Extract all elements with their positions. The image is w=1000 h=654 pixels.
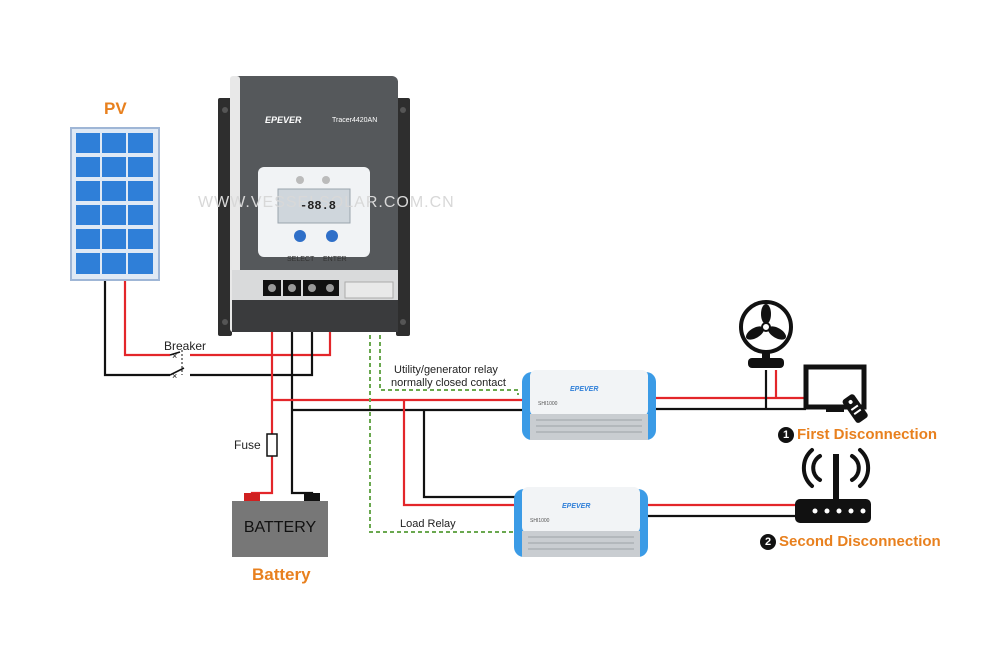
battery-box-label: BATTERY	[243, 519, 317, 536]
enter-button-label: ENTER	[323, 256, 347, 263]
inverter-1-model: SHI1000	[538, 401, 558, 407]
lcd-digits: -88.8	[300, 199, 337, 213]
pv-negative-wire	[103, 281, 170, 377]
svg-text:×: ×	[172, 351, 177, 361]
fuse-to-battery-positive	[250, 456, 274, 497]
controller-model: Tracer4420AN	[332, 117, 378, 124]
fan-icon	[739, 300, 793, 368]
breaker-label: Breaker	[164, 339, 207, 353]
fuse	[266, 433, 278, 457]
bus2-negative	[422, 410, 518, 499]
inverter-1-brand: EPEVER	[570, 386, 599, 393]
pv-title: PV	[104, 99, 127, 118]
router-icon	[795, 448, 871, 523]
pv-panel	[70, 127, 160, 281]
second-disconnection-text: Second Disconnection	[779, 533, 941, 550]
bus2-positive	[402, 400, 518, 507]
relay-label-line1: Utility/generator relay	[394, 364, 498, 376]
mppt-controller	[218, 76, 410, 336]
svg-text:×: ×	[172, 371, 177, 381]
inverter-1	[522, 370, 656, 440]
battery-title: Battery	[252, 565, 311, 584]
first-number-badge: 1	[778, 426, 794, 443]
second-disconnection-label: 2 Second Disconnection	[760, 533, 941, 550]
second-number-badge: 2	[760, 533, 776, 550]
battery	[232, 493, 328, 557]
inverter-2-model: SHI1000	[530, 518, 550, 524]
relay-label-line2: normally closed contact	[391, 377, 506, 389]
fuse-label: Fuse	[234, 438, 261, 452]
tv-icon	[803, 364, 868, 423]
first-disconnection-text: First Disconnection	[797, 426, 938, 443]
load-relay-label: Load Relay	[400, 518, 456, 530]
watermark: WWW.VESSELSOLAR.COM.CN	[198, 194, 455, 211]
controller-brand: EPEVER	[265, 115, 302, 125]
first-disconnection-label: 1 First Disconnection	[778, 426, 937, 443]
wires	[103, 281, 806, 518]
breaker: × ×	[169, 350, 185, 381]
pv-positive-wire	[123, 281, 170, 357]
inverter-2-brand: EPEVER	[562, 503, 591, 510]
select-button-label: SELECT	[287, 256, 315, 263]
inverter-2	[514, 487, 648, 557]
